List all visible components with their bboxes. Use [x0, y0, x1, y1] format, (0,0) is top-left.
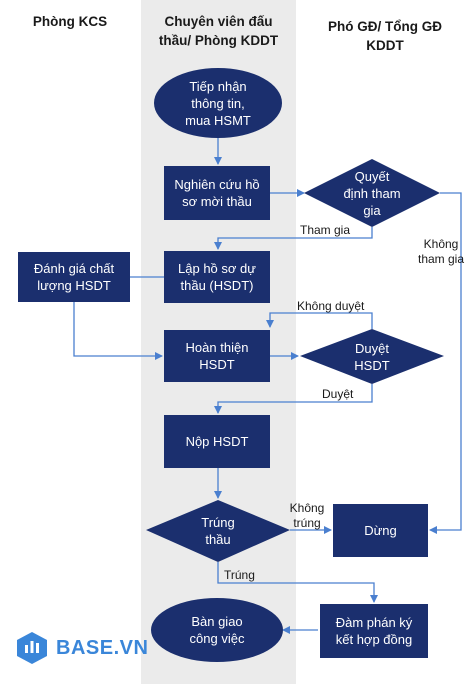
node-won-shape	[146, 500, 290, 562]
edge-label-approved: Duyệt	[322, 387, 354, 401]
node-stop-shape	[333, 504, 428, 557]
base-logo-icon	[17, 632, 47, 664]
node-finalize-shape	[164, 330, 270, 382]
column-header-specialist: Chuyên viên đấu thầu/ Phòng KDDT	[158, 14, 279, 48]
node-evaluate-shape	[18, 252, 130, 302]
column-header-director: Phó GĐ/ Tổng GĐ KDDT	[328, 19, 442, 53]
edge-label-participate: Tham gia	[300, 223, 351, 237]
edge-label-not-participate: Không tham gia	[417, 237, 465, 266]
node-decide-shape	[304, 159, 440, 227]
edge-approve-submit	[214, 384, 373, 414]
edge-decide-stop	[429, 192, 462, 534]
node-handover-shape	[151, 598, 283, 662]
base-vn-logo: BASE.VN	[16, 631, 148, 665]
edge-won-negotiate	[217, 562, 378, 603]
node-approve-shape	[300, 329, 444, 384]
edge-label-not-won: Không trúng	[289, 501, 325, 530]
node-negotiate-shape	[320, 604, 428, 658]
node-receive-shape	[154, 68, 282, 138]
edge-label-won: Trúng	[224, 568, 255, 582]
edge-label-not-approved: Không duyệt	[297, 299, 365, 313]
node-research-shape	[164, 166, 270, 220]
node-submit-shape	[164, 415, 270, 468]
edge-evaluate-finalize	[73, 302, 163, 360]
column-header-kcs: Phòng KCS	[32, 14, 108, 29]
edge-approve-finalize	[266, 312, 373, 329]
edge-decide-prepare	[214, 227, 373, 250]
logo-text: BASE.VN	[56, 636, 149, 659]
node-prepare-shape	[164, 251, 270, 303]
